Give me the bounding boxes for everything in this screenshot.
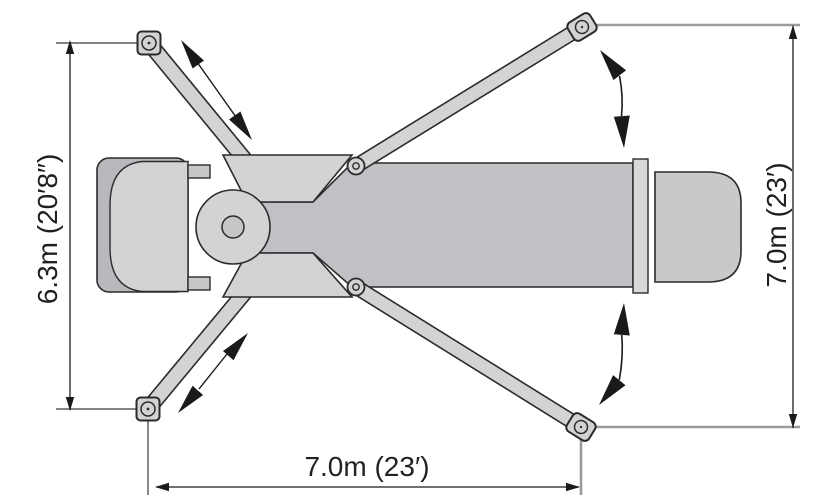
dimension-label-bottom: 7.0m (23′): [304, 451, 429, 482]
rear-block: [654, 171, 742, 283]
turret-center: [221, 215, 245, 239]
dimension-label-left: 6.3m (20′8″): [32, 154, 63, 305]
dim-arrow-right-icon: [566, 482, 580, 492]
dim-arrow-down-icon: [788, 414, 798, 428]
dim-arrow-down-icon: [65, 397, 75, 411]
dim-arrow-up-icon: [65, 40, 75, 54]
dim-arrow-left-icon: [155, 482, 169, 492]
dim-arrow-up-icon: [788, 25, 798, 39]
rear-flange: [632, 158, 649, 294]
extend-arrow-front-left-icon: [181, 40, 252, 140]
outrigger-foot-rear-left: [135, 396, 161, 422]
dimension-line-left: [65, 40, 75, 411]
swing-arrow-rear-right-icon: [599, 303, 630, 405]
cab-mount-top: [187, 164, 211, 179]
truck-cab: [96, 157, 211, 293]
pivot-pin-front-right: [346, 156, 366, 176]
dimension-label-right: 7.0m (23′): [761, 162, 792, 287]
outrigger-foot-rear-right: [565, 412, 597, 442]
outrigger-foot-front-right: [566, 12, 598, 42]
dimension-line-bottom: [155, 482, 580, 492]
cab-mount-bottom: [187, 276, 211, 291]
outrigger-arm-front-right: [347, 20, 587, 176]
pivot-pin-rear-right: [346, 277, 366, 297]
outrigger-arm-rear-right: [347, 277, 586, 434]
extend-arrow-rear-left-icon: [178, 333, 248, 413]
outrigger-mount-rear: [221, 252, 354, 298]
outrigger-mount-front: [221, 154, 354, 203]
turret: [195, 189, 271, 265]
cab-roof: [109, 160, 189, 293]
extension-lines: [56, 23, 800, 495]
outrigger-foot-front-left: [136, 30, 162, 56]
dimension-line-right: [788, 25, 798, 428]
swing-arrow-front-right-icon: [600, 50, 630, 148]
